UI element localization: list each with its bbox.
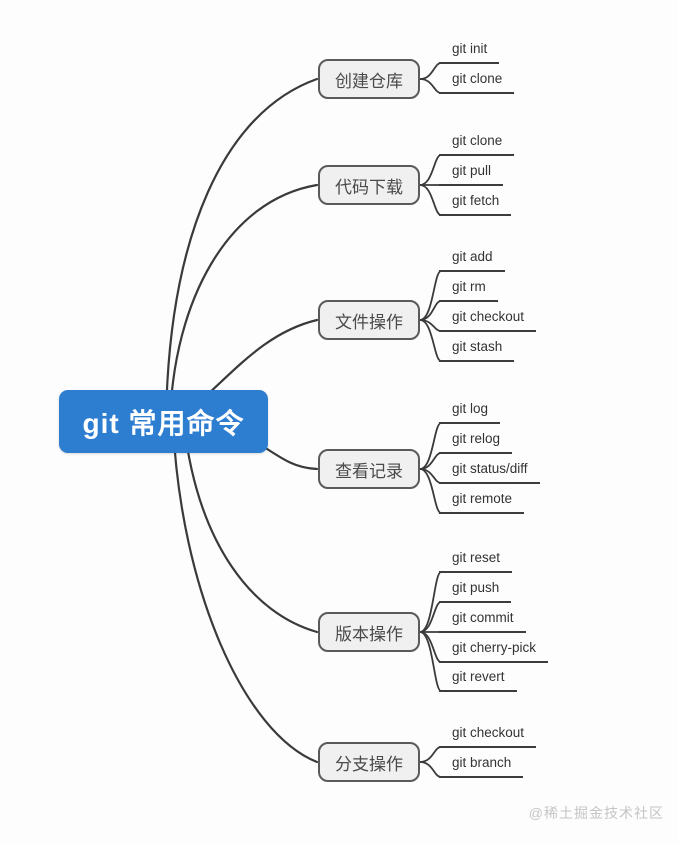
leaf-node-1-2[interactable]: git fetch	[439, 191, 512, 216]
connector-curve	[168, 183, 319, 422]
leaf-node-2-3[interactable]: git stash	[439, 337, 515, 362]
leaf-node-4-4[interactable]: git revert	[439, 667, 517, 692]
branch-node-3[interactable]: 查看记录	[318, 449, 420, 489]
connector-curve	[419, 270, 442, 321]
watermark: @稀土掘金技术社区	[528, 805, 664, 821]
connector-curve	[419, 631, 442, 663]
leaf-node-3-3[interactable]: git remote	[439, 489, 525, 514]
root-node[interactable]: git 常用命令	[59, 390, 268, 453]
connector-curve	[182, 422, 319, 634]
leaf-node-1-0[interactable]: git clone	[439, 131, 515, 156]
connector-curve	[419, 746, 442, 763]
branch-node-4[interactable]: 版本操作	[318, 612, 420, 652]
leaf-node-4-3[interactable]: git cherry-pick	[439, 638, 549, 663]
branch-node-label: 查看记录	[335, 461, 403, 481]
connector-curve	[419, 761, 442, 778]
branch-node-label: 代码下载	[335, 177, 403, 197]
leaf-node-5-1[interactable]: git branch	[439, 753, 524, 778]
leaf-node-3-1[interactable]: git relog	[439, 429, 513, 454]
leaf-node-2-1[interactable]: git rm	[439, 277, 498, 302]
branch-node-label: 创建仓库	[335, 71, 403, 91]
connector-curve	[419, 319, 442, 362]
leaf-node-4-0[interactable]: git reset	[439, 548, 513, 573]
connector-curve	[164, 77, 319, 422]
branch-node-0[interactable]: 创建仓库	[318, 59, 420, 99]
leaf-node-2-0[interactable]: git add	[439, 247, 505, 272]
leaf-node-3-2[interactable]: git status/diff	[439, 459, 540, 484]
connector-curve	[419, 631, 442, 692]
connector-curve	[419, 422, 442, 470]
leaf-node-0-0[interactable]: git init	[439, 39, 500, 64]
leaf-node-4-2[interactable]: git commit	[439, 608, 526, 633]
connector-curve	[419, 62, 442, 80]
branch-node-2[interactable]: 文件操作	[318, 300, 420, 340]
connector-curve	[419, 184, 442, 216]
branch-node-5[interactable]: 分支操作	[318, 742, 420, 782]
branch-node-label: 版本操作	[335, 624, 403, 644]
root-node-label: git 常用命令	[82, 407, 245, 439]
connector-curve	[419, 78, 442, 94]
branch-node-label: 分支操作	[335, 754, 403, 774]
connector-curve	[419, 601, 442, 633]
leaf-node-1-1[interactable]: git pull	[439, 161, 504, 186]
connector-curve	[419, 468, 442, 514]
branch-node-label: 文件操作	[335, 312, 403, 332]
connector-curve	[171, 422, 319, 764]
branch-node-1[interactable]: 代码下载	[318, 165, 420, 205]
leaf-node-2-2[interactable]: git checkout	[439, 307, 537, 332]
leaf-node-0-1[interactable]: git clone	[439, 69, 515, 94]
connector-curve	[419, 154, 442, 186]
leaf-node-3-0[interactable]: git log	[439, 399, 501, 424]
leaf-node-4-1[interactable]: git push	[439, 578, 512, 603]
leaf-node-5-0[interactable]: git checkout	[439, 723, 537, 748]
